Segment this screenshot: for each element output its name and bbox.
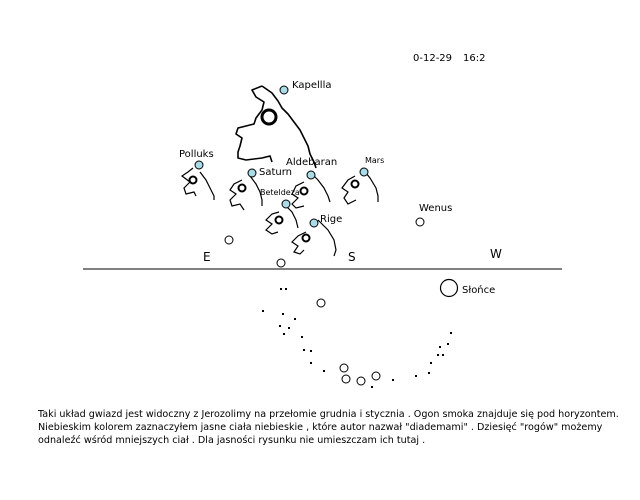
tail-dot [288,327,290,329]
tail-dots [262,288,452,388]
tail-dot [430,362,432,364]
tail-dot [437,354,439,356]
head-circles [188,175,360,243]
rigel-star [309,218,319,228]
tail-dot [262,310,264,312]
mars-label: Mars [365,156,385,165]
tail-dot [310,350,312,352]
betelgeza-star [281,199,291,209]
tail-dot [392,379,394,381]
tail-dot [428,372,430,374]
neck-6 [291,219,337,257]
aldebaran-label: Aldebaran [286,157,338,168]
dragon-eye [260,108,278,126]
slonce-sun [439,278,459,298]
rigel-label: Rige [320,214,343,225]
neck-1 [180,167,215,200]
tail-dot [282,313,284,315]
polluks-label: Polluks [179,149,214,160]
direction-east: E [203,250,211,264]
time-label: 16:2 [463,53,486,64]
tail-dot [301,336,303,338]
tail-dot [294,318,296,320]
mars-planet [359,167,369,177]
tail-dot [280,288,282,290]
tail-dot [371,386,373,388]
dragon-head-outline [235,85,317,169]
tail-dot [279,325,281,327]
tail-dot [447,343,449,345]
wenus-label: Wenus [419,203,453,214]
tail-dot [415,375,417,377]
diadems [194,85,369,228]
tail-body [356,376,366,386]
head-circle [237,183,247,193]
tail-dot [439,346,441,348]
tail-dot [323,370,325,372]
caption: Taki układ gwiazd jest widoczny z Jerozo… [38,408,628,447]
caption-line-2: Niebieskim kolorem zaznaczyłem jasne cia… [38,422,603,433]
tail-dot [442,354,444,356]
saturn-label: Saturn [259,167,293,178]
head-circle [188,175,198,185]
tail-dot [450,332,452,334]
star-south-low [276,258,286,268]
tail-body [316,298,326,308]
kapella-label: Kapellla [292,80,332,91]
head-circle [274,215,284,225]
tail-dot [310,362,312,364]
tail-body [371,371,381,381]
aldebaran-star [306,170,316,180]
neck-3 [291,171,331,209]
star-east [224,235,234,245]
neck-2 [229,175,263,211]
polluks-star [194,160,204,170]
head-circle [301,233,311,243]
betelgeza-label: Beteldeza [260,188,300,197]
caption-line-1: Taki układ gwiazd jest widoczny z Jerozo… [38,409,619,420]
tail-dot [285,288,287,290]
tail-dot [283,333,285,335]
saturn-planet [247,168,257,178]
direction-south: S [348,250,356,264]
tail-dot [303,349,305,351]
dragon-heads [180,167,379,257]
tail-body [341,374,351,384]
caption-line-3: odnaleźć wśród mniejszych ciał . Dla jas… [38,435,426,446]
direction-west: W [490,247,502,261]
wenus-planet [415,217,425,227]
head-circle [350,179,360,189]
kapella-star [279,85,289,95]
slonce-label: Słońce [462,285,496,296]
tail-body [339,363,349,373]
head-circle [299,186,309,196]
date-label: 0-12-29 [413,53,453,64]
dragon-tail [316,298,381,386]
